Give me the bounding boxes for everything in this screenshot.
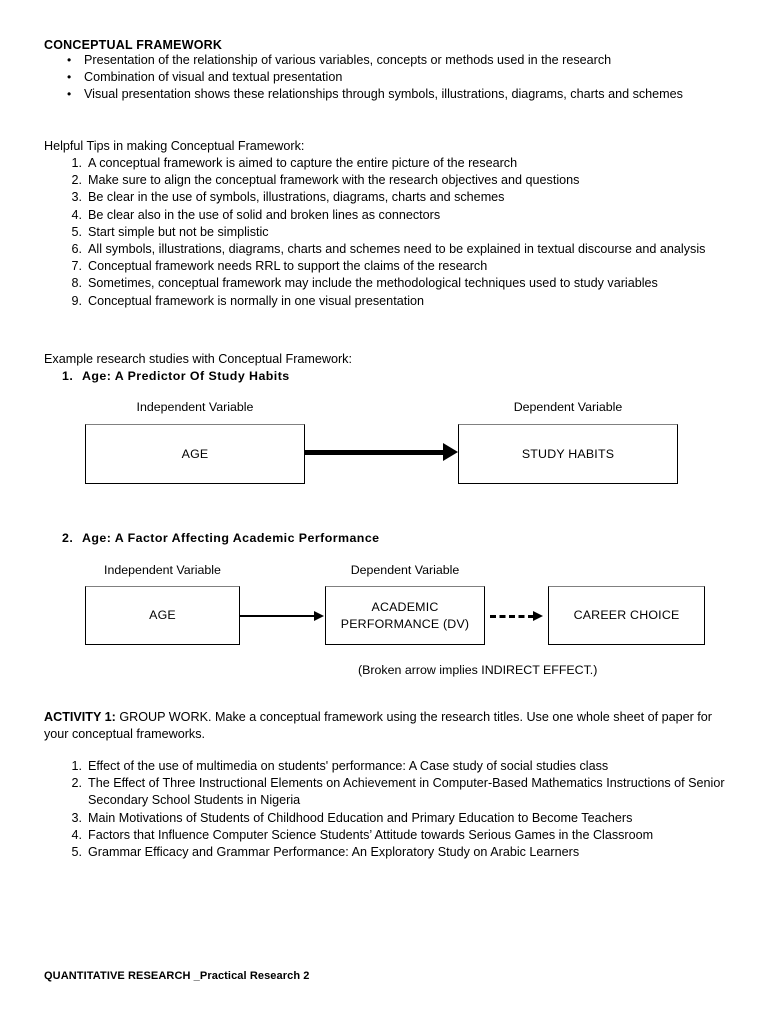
helpful-tips-intro: Helpful Tips in making Conceptual Framew… [44, 139, 305, 153]
list-item: Be clear also in the use of solid and br… [66, 207, 441, 224]
list-item: Effect of the use of multimedia on stude… [66, 758, 609, 775]
list-item: A conceptual framework is aimed to captu… [66, 155, 518, 172]
node-academic-performance: ACADEMIC PERFORMANCE (DV) [325, 586, 485, 645]
thick-arrow-shaft [305, 450, 445, 455]
broken-arrow-caption: (Broken arrow implies INDIRECT EFFECT.) [358, 663, 598, 677]
page-footer: QUANTITATIVE RESEARCH _Practical Researc… [44, 970, 310, 982]
list-item: Make sure to align the conceptual framew… [66, 172, 580, 189]
list-item: Grammar Efficacy and Grammar Performance… [66, 844, 580, 861]
list-item: Sometimes, conceptual framework may incl… [66, 275, 658, 292]
example-2-title: Age: A Factor Affecting Academic Perform… [82, 531, 380, 545]
thick-arrow-head-icon [443, 443, 458, 461]
example-1-heading: 1. Age: A Predictor Of Study Habits [62, 369, 290, 383]
example-1-number: 1. [62, 369, 74, 383]
list-item: Conceptual framework is normally in one … [66, 293, 424, 310]
dashed-arrow-shaft [490, 615, 534, 618]
independent-variable-label-1: Independent Variable [136, 400, 254, 414]
list-item: All symbols, illustrations, diagrams, ch… [66, 241, 706, 258]
node-age-2: AGE [85, 586, 240, 645]
node-academic-performance-line2: PERFORMANCE (DV) [340, 616, 470, 631]
list-item: Factors that Influence Computer Science … [66, 827, 654, 844]
list-item: Presentation of the relationship of vari… [67, 52, 768, 69]
example-2-heading: 2. Age: A Factor Affecting Academic Perfo… [62, 531, 380, 545]
example-1-title: Age: A Predictor Of Study Habits [82, 369, 290, 383]
activity-instructions-text: GROUP WORK. Make a conceptual framework … [44, 710, 712, 742]
research-titles-list: Effect of the use of multimedia on stude… [44, 758, 768, 861]
node-academic-performance-line1: ACADEMIC [371, 599, 439, 614]
helpful-tips-list: A conceptual framework is aimed to captu… [44, 155, 768, 310]
list-item: Visual presentation shows these relation… [67, 86, 768, 103]
list-item: Be clear in the use of symbols, illustra… [66, 189, 505, 206]
list-item: Conceptual framework needs RRL to suppor… [66, 258, 488, 275]
node-study-habits: STUDY HABITS [458, 424, 678, 484]
overview-bullet-list: Presentation of the relationship of vari… [44, 52, 768, 104]
dependent-variable-label-1: Dependent Variable [513, 400, 623, 414]
example-2-number: 2. [62, 531, 74, 545]
node-career-choice: CAREER CHOICE [548, 586, 705, 645]
solid-arrow-shaft [240, 615, 316, 617]
activity-label: ACTIVITY 1: [44, 710, 116, 724]
dependent-variable-label-2: Dependent Variable [350, 563, 460, 577]
dashed-arrow-head-icon [533, 611, 543, 621]
list-item: Start simple but not be simplistic [66, 224, 269, 241]
examples-intro: Example research studies with Conceptual… [44, 352, 352, 366]
list-item: Combination of visual and textual presen… [67, 69, 768, 86]
activity-instructions: ACTIVITY 1: GROUP WORK. Make a conceptua… [44, 709, 734, 743]
page-title: CONCEPTUAL FRAMEWORK [44, 38, 223, 52]
list-item: The Effect of Three Instructional Elemen… [66, 775, 725, 808]
list-item: Main Motivations of Students of Childhoo… [66, 810, 633, 827]
solid-arrow-head-icon [314, 611, 324, 621]
node-age-1: AGE [85, 424, 305, 484]
independent-variable-label-2: Independent Variable [104, 563, 221, 577]
